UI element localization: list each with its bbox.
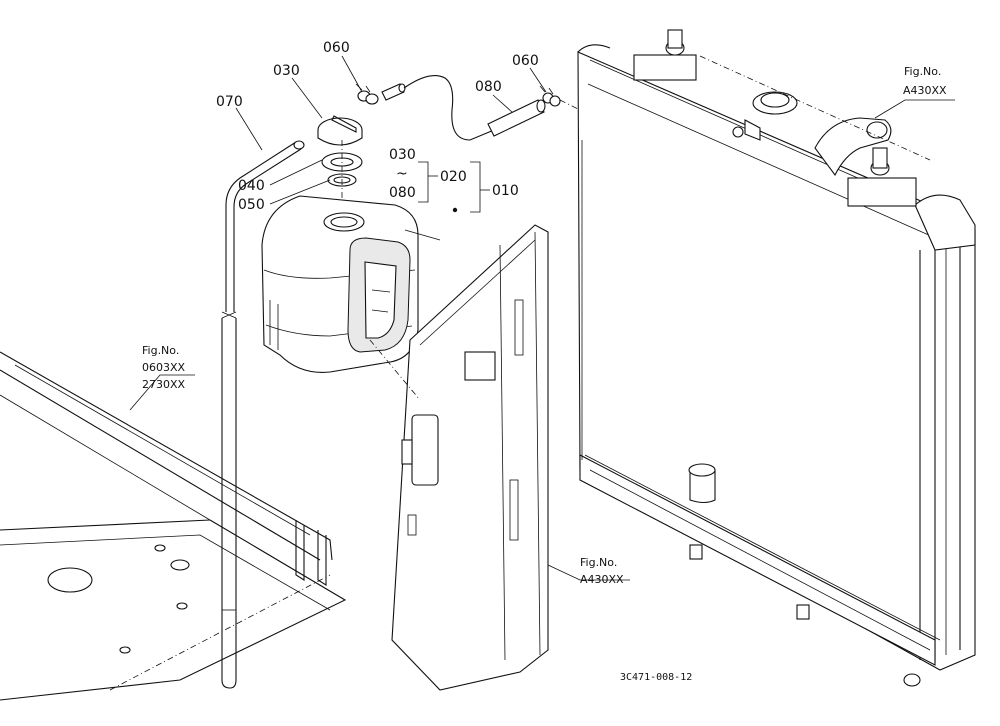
part-label-020: 020 [440, 169, 467, 185]
part-range-end: 080 [389, 185, 416, 201]
part-label-070: 070 [216, 94, 243, 110]
frame-plate [0, 351, 347, 701]
hose-clamp-060-left [355, 83, 379, 105]
part-label-040: 040 [238, 178, 265, 194]
part-range-start: 030 [389, 147, 416, 163]
part-label-050: 050 [238, 197, 265, 213]
fig-ref-left-number-2: 2730XX [142, 378, 186, 391]
radiator-mount-left [633, 29, 697, 81]
part-label-060-right: 060 [512, 53, 539, 69]
cap-030 [317, 115, 363, 146]
radiator-mount-right [847, 147, 917, 207]
part-label-060-left: 060 [323, 40, 350, 56]
overflow-hose-080 [487, 99, 546, 137]
overflow-hose-070 [221, 140, 305, 689]
fig-ref-bottom-title: Fig.No. [580, 556, 617, 569]
reservoir-tank [261, 195, 419, 373]
drawing-code: 3C471-008-12 [620, 672, 692, 683]
small-hose [381, 83, 406, 101]
fig-ref-bottom-number: A430XX [580, 573, 624, 586]
radiator [577, 44, 976, 687]
fig-ref-top-right-title: Fig.No. [904, 65, 941, 78]
overflow-line [403, 75, 495, 141]
part-label-080: 080 [475, 79, 502, 95]
hose-clamp-060-right [539, 85, 561, 107]
radiator-inlet-pipe [814, 117, 892, 177]
part-range-tilde: ~ [396, 166, 408, 182]
radiator-filler-neck [732, 91, 798, 141]
part-label-010: 010 [492, 183, 519, 199]
radiator-centerline [699, 55, 931, 161]
shroud-panel [369, 224, 549, 691]
part-label-030: 030 [273, 63, 300, 79]
fig-ref-top-right-number: A430XX [903, 84, 947, 97]
fig-ref-left-title: Fig.No. [142, 344, 179, 357]
leader-lines [129, 55, 955, 581]
fig-ref-left-number-1: 0603XX [142, 361, 186, 374]
